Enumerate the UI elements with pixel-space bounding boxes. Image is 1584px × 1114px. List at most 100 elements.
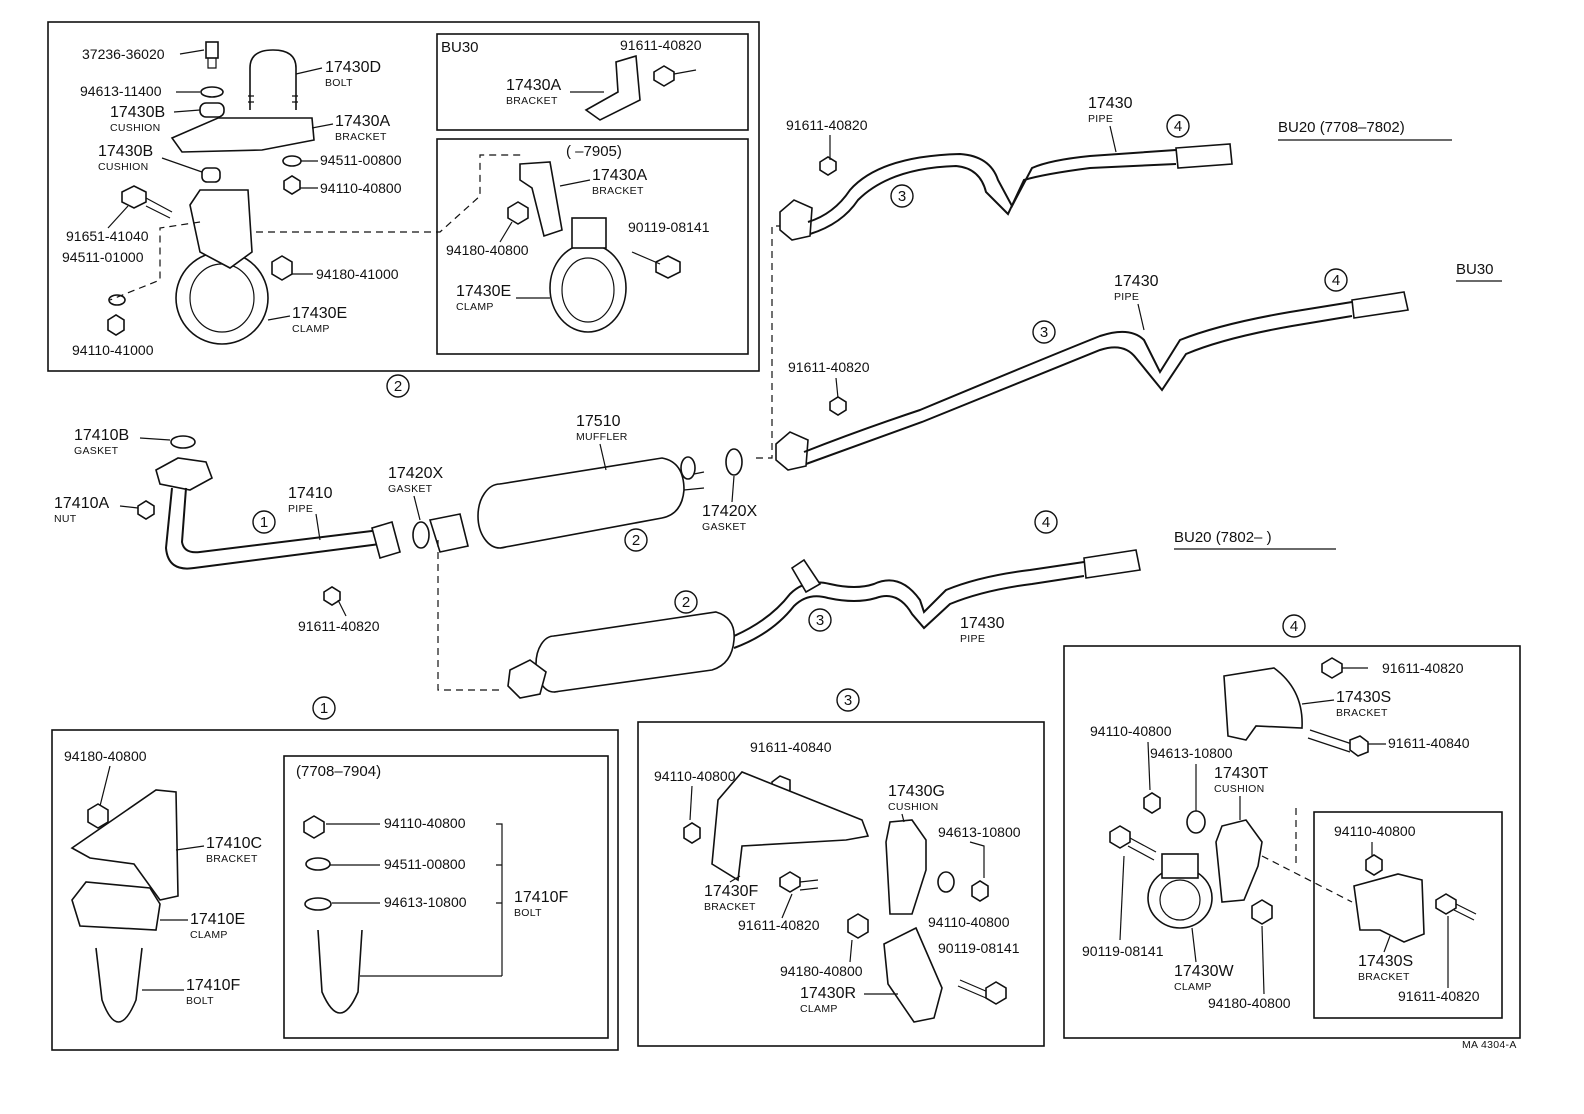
label-17430w-name: CLAMP bbox=[1174, 981, 1212, 993]
label-37236-36020: 37236-36020 bbox=[82, 46, 165, 62]
bolt-head-part bbox=[121, 185, 147, 209]
clamp-17410e-part bbox=[71, 881, 161, 931]
label-94613-10800-b3: 94613-10800 bbox=[938, 824, 1021, 840]
label-17410a-name: NUT bbox=[54, 513, 77, 525]
label-17420x-a-name: GASKET bbox=[388, 483, 433, 495]
bu30-subbox-frame bbox=[436, 33, 749, 131]
label-94110-40800-b4-inner: 94110-40800 bbox=[1334, 823, 1416, 839]
label-17410e-name: CLAMP bbox=[190, 929, 228, 941]
bracket-bu30-part bbox=[584, 54, 641, 121]
gasket-17420x-b-part bbox=[725, 448, 743, 476]
label-17430r-name: CLAMP bbox=[800, 1003, 838, 1015]
callout-2-muffler bbox=[624, 528, 648, 552]
label-17430s: 17430S bbox=[1336, 689, 1391, 706]
callout-3-bu30 bbox=[1032, 320, 1056, 344]
label-94110-40800-b3a: 94110-40800 bbox=[654, 768, 736, 784]
label-94180-41000: 94180-41000 bbox=[316, 266, 399, 282]
callout-3-bu20-early bbox=[890, 184, 914, 208]
tail-pipe-bu20-early: BU20 (7708–7802) 91611-40820 17430 PIPE … bbox=[779, 95, 1452, 241]
label-17430s-name: BRACKET bbox=[1336, 707, 1388, 719]
clamp-range-part bbox=[549, 243, 627, 333]
label-17430-bu30: 17430 bbox=[1114, 273, 1159, 290]
label-17410f: 17410F bbox=[186, 977, 240, 994]
label-91611-40820-b4: 91611-40820 bbox=[1382, 660, 1464, 676]
label-94180-40800-range: 94180-40800 bbox=[446, 242, 529, 258]
label-17430f-name: BRACKET bbox=[704, 901, 756, 913]
label-17430a-bu30-name: BRACKET bbox=[506, 95, 558, 107]
label-17430d-name: BOLT bbox=[325, 77, 353, 89]
label-17430b-name: CUSHION bbox=[110, 122, 161, 134]
svg-text:3: 3 bbox=[816, 612, 824, 629]
detail-box-2: 37236-36020 17430D BOLT 94613-11400 1743… bbox=[47, 21, 760, 372]
label-17410c: 17410C bbox=[206, 835, 262, 852]
label-17430-bu30-name: PIPE bbox=[1114, 291, 1139, 303]
label-94613-11400: 94613-11400 bbox=[80, 83, 162, 99]
plug-bolt-part bbox=[205, 41, 219, 59]
label-17410f-inner: 17410F bbox=[514, 889, 568, 906]
range-subbox-frame bbox=[436, 138, 749, 355]
label-91611-40840-b3: 91611-40840 bbox=[750, 739, 832, 755]
label-17410-name: PIPE bbox=[288, 503, 313, 515]
tail-pipe-bu20-late: BU20 (7802– ) 17430 PIPE 2 3 4 bbox=[507, 510, 1336, 699]
tail-pipe-bu30: BU30 91611-40820 17430 PIPE 3 4 bbox=[775, 261, 1502, 471]
label-17430s-inner: 17430S bbox=[1358, 953, 1413, 970]
label-94511-00800-b1: 94511-00800 bbox=[384, 856, 466, 872]
label-94180-40800-b3: 94180-40800 bbox=[780, 963, 863, 979]
label-17430a-range: 17430A bbox=[592, 167, 647, 184]
range-7708-7904-title: (7708–7904) bbox=[296, 763, 381, 780]
label-94110-41000: 94110-41000 bbox=[72, 342, 154, 358]
cushion-17430t-part bbox=[1215, 819, 1263, 903]
label-17430-bu20-late-name: PIPE bbox=[960, 633, 985, 645]
label-17410b-name: GASKET bbox=[74, 445, 119, 457]
svg-text:4: 4 bbox=[1332, 272, 1340, 289]
label-17430-bu20-early: 17430 bbox=[1088, 95, 1133, 112]
flange-bu30 bbox=[775, 431, 809, 471]
label-17410e: 17410E bbox=[190, 911, 245, 928]
label-90119-08141-b3: 90119-08141 bbox=[938, 940, 1020, 956]
label-17410f-inner-name: BOLT bbox=[514, 907, 542, 919]
label-17410: 17410 bbox=[288, 485, 333, 502]
bracket-17430f-part bbox=[711, 771, 870, 882]
label-17430a: 17430A bbox=[335, 113, 390, 130]
callout-3-bu20-late bbox=[808, 608, 832, 632]
u-bolt-inner-part bbox=[317, 929, 363, 1014]
bracket-17430s-inner-part bbox=[1353, 873, 1425, 943]
label-17430g-name: CUSHION bbox=[888, 801, 939, 813]
callout-4-bu20-late bbox=[1034, 510, 1058, 534]
label-94613-10800-b1: 94613-10800 bbox=[384, 894, 467, 910]
label-17430t-name: CUSHION bbox=[1214, 783, 1265, 795]
label-17430e-range: 17430E bbox=[456, 283, 511, 300]
label-17410b: 17410B bbox=[74, 427, 129, 444]
detail-box-2-frame bbox=[47, 21, 760, 372]
label-17430a-bu30: 17430A bbox=[506, 77, 561, 94]
svg-text:1: 1 bbox=[320, 700, 328, 717]
svg-text:2: 2 bbox=[632, 532, 640, 549]
callout-2-bu20-late bbox=[674, 590, 698, 614]
callout-3-box bbox=[836, 688, 860, 712]
pipe-flange-part bbox=[155, 457, 213, 491]
label-91651-41040: 91651-41040 bbox=[66, 228, 149, 244]
cushion-17430g-part bbox=[885, 819, 927, 915]
label-17430g: 17430G bbox=[888, 783, 945, 800]
label-17430w: 17430W bbox=[1174, 963, 1234, 980]
label-17430s-inner-name: BRACKET bbox=[1358, 971, 1410, 983]
label-91611-40820-main: 91611-40820 bbox=[298, 618, 380, 634]
label-17510-name: MUFFLER bbox=[576, 431, 628, 443]
washer-part bbox=[200, 86, 224, 98]
u-bolt-17410f-part bbox=[95, 947, 143, 1023]
svg-text:2: 2 bbox=[394, 378, 402, 395]
label-17430e-range-name: CLAMP bbox=[456, 301, 494, 313]
label-17430b-2-name: CUSHION bbox=[98, 161, 149, 173]
label-17430e: 17430E bbox=[292, 305, 347, 322]
range-subbox-title: ( –7905) bbox=[566, 143, 622, 160]
flange-bu20-early bbox=[779, 199, 813, 241]
clamp-17430r-part bbox=[883, 926, 943, 1023]
label-94110-40800-b4: 94110-40800 bbox=[1090, 723, 1172, 739]
u-bolt-part bbox=[249, 49, 297, 110]
detail-box-3: 3 91611-40840 94110-40800 17430F BRACKET… bbox=[637, 688, 1045, 1047]
bracket-range-part bbox=[519, 161, 563, 238]
svg-text:4: 4 bbox=[1174, 118, 1182, 135]
callout-1-box bbox=[312, 696, 336, 720]
variant-bu20-early: BU20 (7708–7802) bbox=[1278, 119, 1405, 136]
